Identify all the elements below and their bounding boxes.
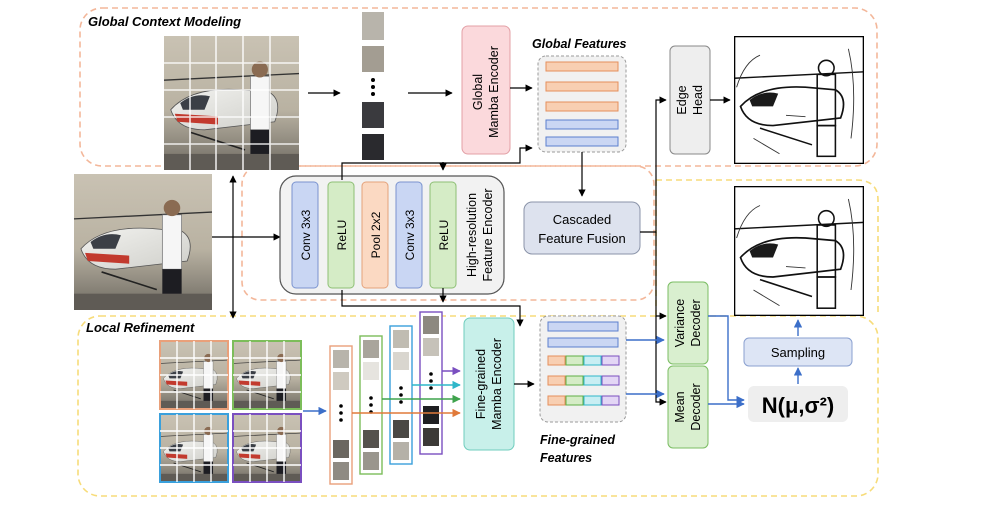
global-region-title: Global Context Modeling [88, 14, 241, 29]
global-features-stack [537, 55, 627, 153]
local-patch-grid-tl [159, 340, 229, 410]
hr-encoder-line1: High-resolution [465, 193, 479, 277]
global-encoder-line2: Mamba Encoder [487, 46, 501, 138]
layer-conv2-label: Conv 3x3 [403, 209, 417, 260]
layer-relu2-label: ReLU [437, 220, 451, 251]
cascaded-feature-fusion: Cascaded Feature Fusion [523, 201, 641, 255]
layer-pool [361, 181, 389, 289]
variance-decoder-line2: Decoder [689, 299, 703, 346]
variance-decoder: Variance Decoder [667, 281, 709, 365]
layer-conv1-label: Conv 3x3 [299, 209, 313, 260]
fine-features-label-line1: Fine-grained [540, 433, 615, 447]
local-patch-grid-br [232, 413, 302, 483]
local-sequence-orange [329, 345, 353, 485]
global-patch-image [163, 35, 300, 171]
hr-encoder-region [241, 165, 655, 301]
distribution-label: N(μ,σ²) [762, 393, 835, 418]
local-patch-grid-bl [159, 413, 229, 483]
layer-relu1-label: ReLU [335, 220, 349, 251]
mean-decoder-line1: Mean [673, 391, 687, 422]
sampling-block: Sampling [743, 337, 853, 367]
fine-encoder-line2: Mamba Encoder [490, 338, 504, 430]
local-sequence-blue [389, 325, 413, 465]
fine-encoder-line1: Fine-grained [474, 349, 488, 419]
mean-decoder: Mean Decoder [667, 365, 709, 449]
hr-encoder-line2: Feature Encoder [481, 188, 495, 281]
global-encoder-line1: Global [471, 74, 485, 110]
global-features-label: Global Features [532, 37, 627, 51]
edge-head-line1: Edge [675, 85, 689, 114]
hr-feature-encoder: Conv 3x3 ReLU Pool 2x2 Conv 3x3 ReLU Hig… [279, 175, 505, 295]
variance-decoder-line1: Variance [673, 299, 687, 347]
edge-head: Edge Head [669, 45, 711, 155]
local-sequence-purple [419, 311, 443, 455]
fusion-line2: Feature Fusion [538, 231, 625, 246]
refined-edge-output-image [733, 185, 865, 317]
sampling-label: Sampling [771, 345, 825, 360]
gaussian-distribution: N(μ,σ²) [748, 386, 848, 422]
local-patch-grid-tr [232, 340, 302, 410]
fusion-line1: Cascaded [553, 212, 612, 227]
edge-head-line2: Head [691, 85, 705, 115]
mean-decoder-line2: Decoder [689, 383, 703, 430]
decoder-region [656, 179, 879, 316]
fine-grained-features-stack [539, 315, 627, 423]
input-image [73, 173, 213, 311]
local-sequence-green [359, 335, 383, 475]
global-context-region [79, 7, 878, 167]
fine-grained-mamba-encoder: Fine-grained Mamba Encoder [463, 317, 515, 451]
fine-features-label-line2: Features [540, 451, 592, 465]
layer-conv2 [395, 181, 423, 289]
layer-relu1 [327, 181, 355, 289]
local-region-title: Local Refinement [86, 320, 195, 335]
global-mamba-encoder: Global Mamba Encoder [461, 25, 511, 155]
edge-output-image [733, 35, 865, 165]
layer-pool-label: Pool 2x2 [369, 211, 383, 258]
global-patch-sequence [362, 12, 384, 160]
layer-conv1 [291, 181, 319, 289]
